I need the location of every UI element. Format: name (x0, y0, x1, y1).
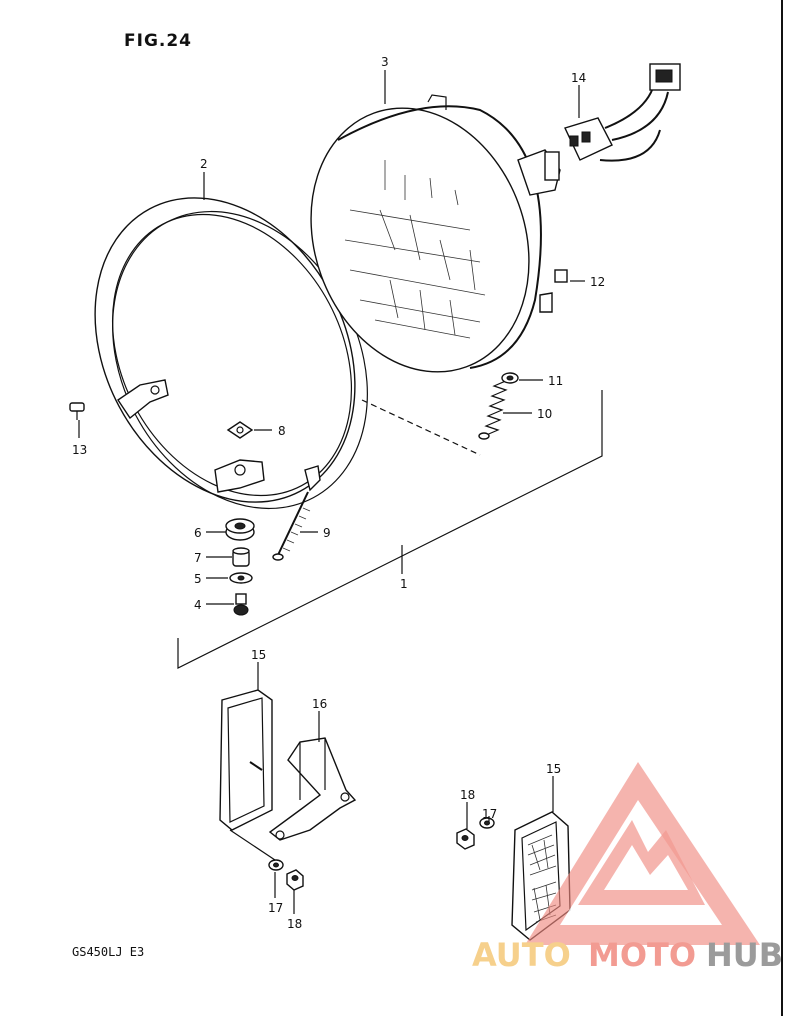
callout-18-left: 18 (287, 917, 302, 931)
callout-2: 2 (200, 157, 208, 171)
adjusting-screw-9 (272, 491, 311, 561)
callout-17-left: 17 (268, 901, 283, 915)
automotohub-watermark: AUTO MOTO HUB (472, 762, 783, 974)
nut-11 (501, 372, 519, 384)
assembly-bracket-1 (177, 390, 603, 669)
reflector-assembly-left (219, 689, 357, 891)
callout-8: 8 (278, 424, 286, 438)
screw-13 (69, 402, 85, 420)
callout-7: 7 (194, 551, 202, 565)
bulb-connector (564, 63, 681, 162)
callout-13: 13 (72, 443, 87, 457)
callout-17-right: 17 (482, 807, 497, 821)
clip-nut-8 (226, 421, 254, 439)
triangle-logo-icon (525, 762, 760, 945)
headlight-unit (310, 94, 568, 373)
callout-4: 4 (194, 598, 202, 612)
watermark-auto: AUTO (472, 936, 571, 974)
spring-10 (478, 379, 509, 440)
bolt-4 (233, 593, 249, 616)
watermark-hub: HUB (706, 936, 783, 974)
figure-title: FIG.24 (124, 31, 192, 51)
callout-12: 12 (590, 275, 605, 289)
washer-5 (229, 572, 253, 584)
callout-14: 14 (571, 71, 586, 85)
collar-7 (232, 547, 250, 567)
callout-6: 6 (194, 526, 202, 540)
grommet-6 (225, 518, 255, 541)
leader-lines (78, 70, 585, 914)
model-code: GS450LJ E3 (72, 945, 144, 959)
callout-15-left: 15 (251, 648, 266, 662)
callout-18-right: 18 (460, 788, 475, 802)
callout-16: 16 (312, 697, 327, 711)
headlight-rim (94, 197, 368, 510)
callout-10: 10 (537, 407, 552, 421)
callout-11: 11 (548, 374, 563, 388)
watermark-moto: MOTO (588, 936, 696, 974)
callout-3: 3 (381, 55, 389, 69)
callout-1: 1 (400, 577, 408, 591)
callout-15-right: 15 (546, 762, 561, 776)
callout-5: 5 (194, 572, 202, 586)
callout-9: 9 (323, 526, 331, 540)
